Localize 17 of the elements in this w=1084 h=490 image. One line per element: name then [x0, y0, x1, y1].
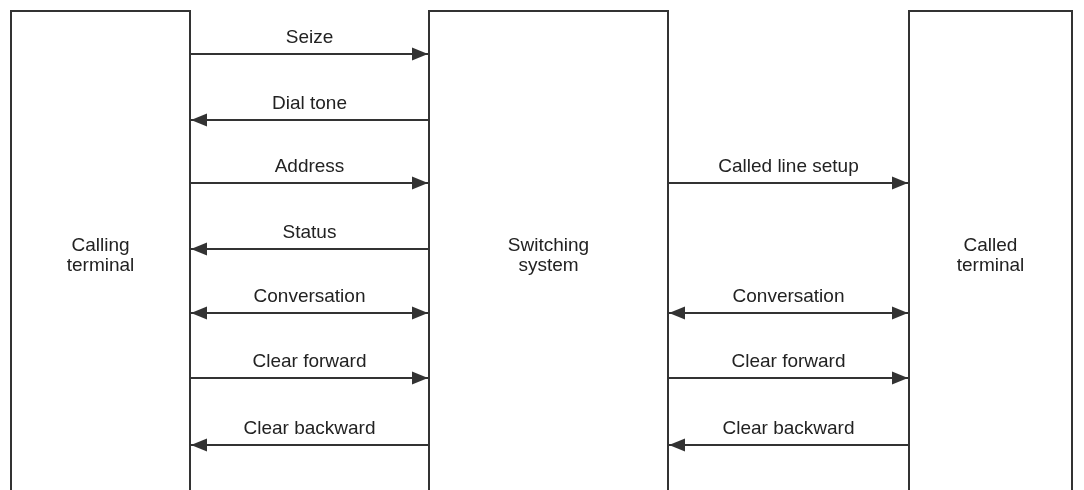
process-box: [428, 10, 669, 490]
box-label: Calling terminal: [65, 235, 136, 275]
arrow: [668, 371, 909, 385]
arrow: [668, 438, 909, 452]
arrow: [668, 306, 909, 320]
arrow: [190, 113, 429, 127]
process-box: [10, 10, 191, 490]
arrow: [190, 176, 429, 190]
box-label: Called terminal: [955, 235, 1026, 275]
arrow: [190, 242, 429, 256]
arrow: [190, 306, 429, 320]
process-box: [908, 10, 1073, 490]
arrow: [190, 371, 429, 385]
arrow: [190, 47, 429, 61]
arrow: [668, 176, 909, 190]
arrow: [190, 438, 429, 452]
box-label: Switching system: [506, 235, 591, 275]
